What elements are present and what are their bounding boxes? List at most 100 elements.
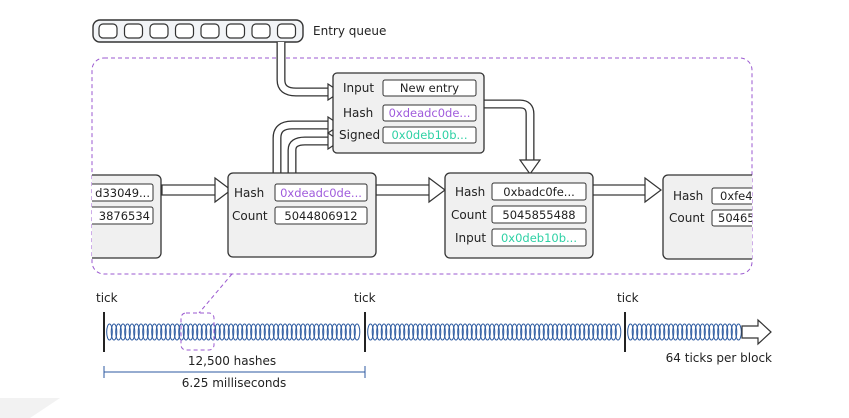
hash-coil (394, 323, 401, 341)
hash-coil (434, 323, 442, 341)
tick-label-3: tick (617, 291, 639, 305)
block-3-input-label: Input (455, 231, 486, 245)
hash-coil (681, 323, 688, 341)
queue-slot (276, 23, 297, 39)
hash-coil (488, 323, 496, 341)
hash-coil (448, 323, 455, 341)
hash-coil (457, 323, 464, 341)
hash-coil (205, 323, 212, 341)
hash-coil (735, 323, 742, 341)
ticks-per-block-label: 64 ticks per block (666, 351, 772, 365)
hash-coil (726, 323, 733, 341)
hash-coil (497, 323, 505, 341)
block-1-count-value: 3876534 (99, 209, 150, 223)
hash-coil (416, 323, 424, 341)
hash-coil (241, 323, 248, 341)
hash-coil (596, 323, 604, 341)
block-4-count-value: 50465 (718, 211, 755, 225)
arrow-block3-to-block4 (644, 176, 662, 204)
hash-coil (155, 323, 163, 341)
hash-coil (412, 323, 419, 341)
block-3-hash-label: Hash (455, 185, 485, 199)
hash-coil (565, 323, 572, 341)
entry-hash-value: 0xdeadc0de... (389, 106, 471, 120)
hash-coil (484, 323, 491, 341)
hash-coil (281, 323, 289, 341)
queue-slot (200, 23, 220, 39)
hash-coil (452, 323, 460, 341)
hash-coil (502, 323, 509, 341)
hash-coil (658, 323, 666, 341)
hash-coil (128, 323, 136, 341)
hash-coil (694, 323, 702, 341)
hash-coil (322, 323, 329, 341)
hash-coil (286, 323, 293, 341)
hash-coil (421, 323, 428, 341)
hash-coil (601, 323, 608, 341)
hash-coil (475, 323, 482, 341)
hash-coil (353, 323, 361, 341)
hash-coil (245, 323, 253, 341)
hash-coil (574, 323, 581, 341)
hash-coil (227, 323, 235, 341)
queue-slot (225, 23, 246, 39)
hash-coil (232, 323, 239, 341)
hash-coil (380, 323, 388, 341)
hash-coil (439, 323, 446, 341)
block-3-input-value: 0x0deb10b... (501, 231, 577, 245)
hash-coil (730, 323, 738, 341)
hash-coil (277, 323, 284, 341)
hash-coil (236, 323, 244, 341)
block-1: d33049... 3876534 (92, 174, 162, 259)
hash-coil (137, 323, 145, 341)
new-entry-box: Input New entry Hash 0xdeadc0de... Signe… (332, 72, 485, 154)
hash-coil (690, 323, 697, 341)
hash-coil (263, 323, 271, 341)
hash-coil (645, 323, 652, 341)
entry-queue-slots (98, 23, 297, 39)
entry-signed-value: 0x0deb10b... (391, 128, 467, 142)
block-2-hash-value: 0xdeadc0de... (280, 186, 362, 200)
hash-coil (160, 323, 167, 341)
queue-slot (251, 23, 271, 39)
queue-slot (174, 23, 195, 39)
entry-queue: Entry queue (92, 19, 386, 43)
hash-coil (551, 323, 559, 341)
hash-coil (349, 323, 356, 341)
block-4-hash-field (711, 187, 752, 205)
entry-signed-field (382, 126, 477, 144)
hash-coil (631, 323, 639, 341)
hash-coil (344, 323, 352, 341)
block-3-input-field (491, 228, 587, 247)
hash-coil (308, 323, 316, 341)
block-3-count-field (491, 205, 587, 224)
hash-coil (214, 323, 221, 341)
hash-coil (326, 323, 334, 341)
hash-coil (299, 323, 307, 341)
hash-coil (133, 323, 140, 341)
zoom-connector (198, 273, 233, 314)
hash-coil (169, 323, 176, 341)
hash-coil (640, 323, 648, 341)
hash-coil (614, 323, 622, 341)
hash-coil (209, 323, 217, 341)
hash-coil (182, 323, 190, 341)
hash-coil (636, 323, 643, 341)
hash-timeline: tick tick tick 12,500 hashes 6.25 millis… (96, 291, 772, 390)
hash-coil (578, 323, 586, 341)
hash-coil (385, 323, 392, 341)
hash-coil (470, 323, 478, 341)
hash-coil (376, 323, 383, 341)
block-3-count-label: Count (451, 208, 487, 222)
hash-chain-coils (106, 323, 742, 341)
block-2-count-field (274, 206, 368, 225)
hash-coil (569, 323, 577, 341)
hash-coil (520, 323, 527, 341)
hash-coil (268, 323, 275, 341)
hash-coil (115, 323, 122, 341)
hash-coil (106, 323, 113, 341)
tick-label-2: tick (354, 291, 376, 305)
block-1-hash-field (92, 183, 154, 202)
block-4: Hash 0xfe4 Count 50465 (662, 174, 755, 260)
hash-coil (556, 323, 563, 341)
